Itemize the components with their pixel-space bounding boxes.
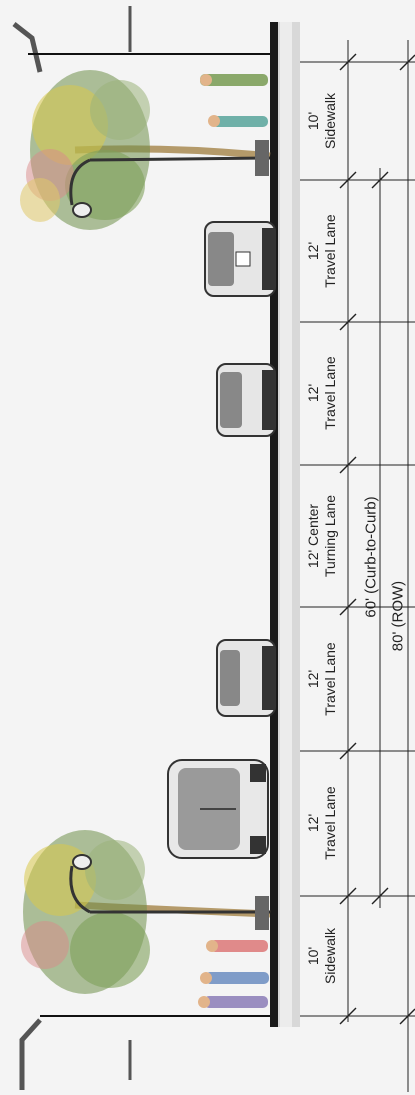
dimension-ticks [339,53,415,1025]
building-top [12,6,132,73]
pedestrians-bottom [198,940,269,1008]
segment-width: 12' [305,669,321,689]
tree-top [20,70,271,230]
car-lane-1 [204,221,276,297]
segment-name: Sidewalk [322,92,338,150]
segment-width: 12' [305,241,321,261]
bus-lane-5 [167,759,269,859]
pavement-face [280,22,292,1027]
car-lane-4 [216,639,276,717]
row-dimension-label: 80' (ROW) [389,580,407,652]
segment-label-travel-lane-2: 12' Travel Lane [300,313,344,473]
car-lane-2 [216,363,276,437]
segment-name: Turning Lane [322,495,338,577]
segment-name: Travel Lane [322,786,338,860]
segment-name: Sidewalk [322,927,338,985]
segment-name: Travel Lane [322,642,338,716]
curb-to-curb-dimension-label: 60' (Curb-to-Curb) [362,496,380,618]
segment-label-travel-lane-1: 12' Travel Lane [300,171,344,331]
segment-label-travel-lane-4: 12' Travel Lane [300,599,344,759]
building-bottom [19,1018,132,1090]
segment-width: 10' [305,946,321,966]
segment-width: 12' [305,813,321,833]
segment-name: Travel Lane [322,214,338,288]
segment-width: 12' [305,383,321,403]
street-light-top [69,140,271,218]
segment-width: 12' Center [305,503,321,569]
segment-label-sidewalk-bottom: 10' Sidewalk [300,876,344,1036]
segment-width: 10' [305,111,321,131]
pedestrians-top [200,74,268,127]
street-light-bottom [69,854,270,930]
segment-label-center-turning-lane: 12' Center Turning Lane [300,456,344,616]
segment-name: Travel Lane [322,356,338,430]
dimension-lines [300,40,415,1092]
pavement-edge [270,22,278,1027]
